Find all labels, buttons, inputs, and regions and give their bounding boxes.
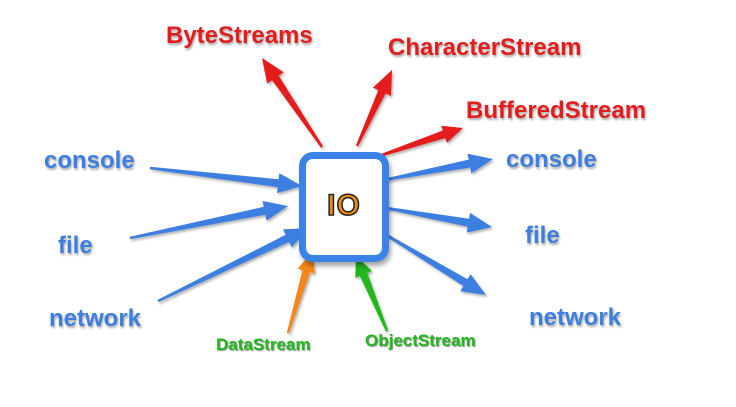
character-stream-arrow <box>355 70 392 147</box>
object-stream-label: ObjectStream <box>365 331 476 350</box>
character-stream-label: CharacterStream <box>388 34 582 61</box>
input-file-label: file <box>58 232 93 259</box>
byte-streams-label: ByteStreams <box>166 22 313 49</box>
input-console-label: console <box>44 147 135 174</box>
output-console-arrow <box>383 153 493 182</box>
byte-streams-arrow <box>262 58 323 148</box>
object-stream-arrow <box>355 256 389 332</box>
output-file-arrow <box>385 206 492 233</box>
input-network-label: network <box>49 305 142 332</box>
output-network-arrow <box>382 232 486 295</box>
io-core-label: IO <box>326 188 361 223</box>
output-file-label: file <box>525 222 560 249</box>
input-network-arrow <box>157 228 309 303</box>
data-stream-arrow <box>286 252 315 334</box>
output-network-label: network <box>529 304 622 331</box>
buffered-stream-label: BufferedStream <box>466 97 647 124</box>
data-stream-label: DataStream <box>216 335 311 354</box>
io-core-box: IO <box>299 152 389 262</box>
output-console-label: console <box>506 146 597 173</box>
input-console-arrow <box>149 166 302 194</box>
input-file-arrow <box>129 201 288 240</box>
buffered-stream-arrow <box>378 125 463 158</box>
